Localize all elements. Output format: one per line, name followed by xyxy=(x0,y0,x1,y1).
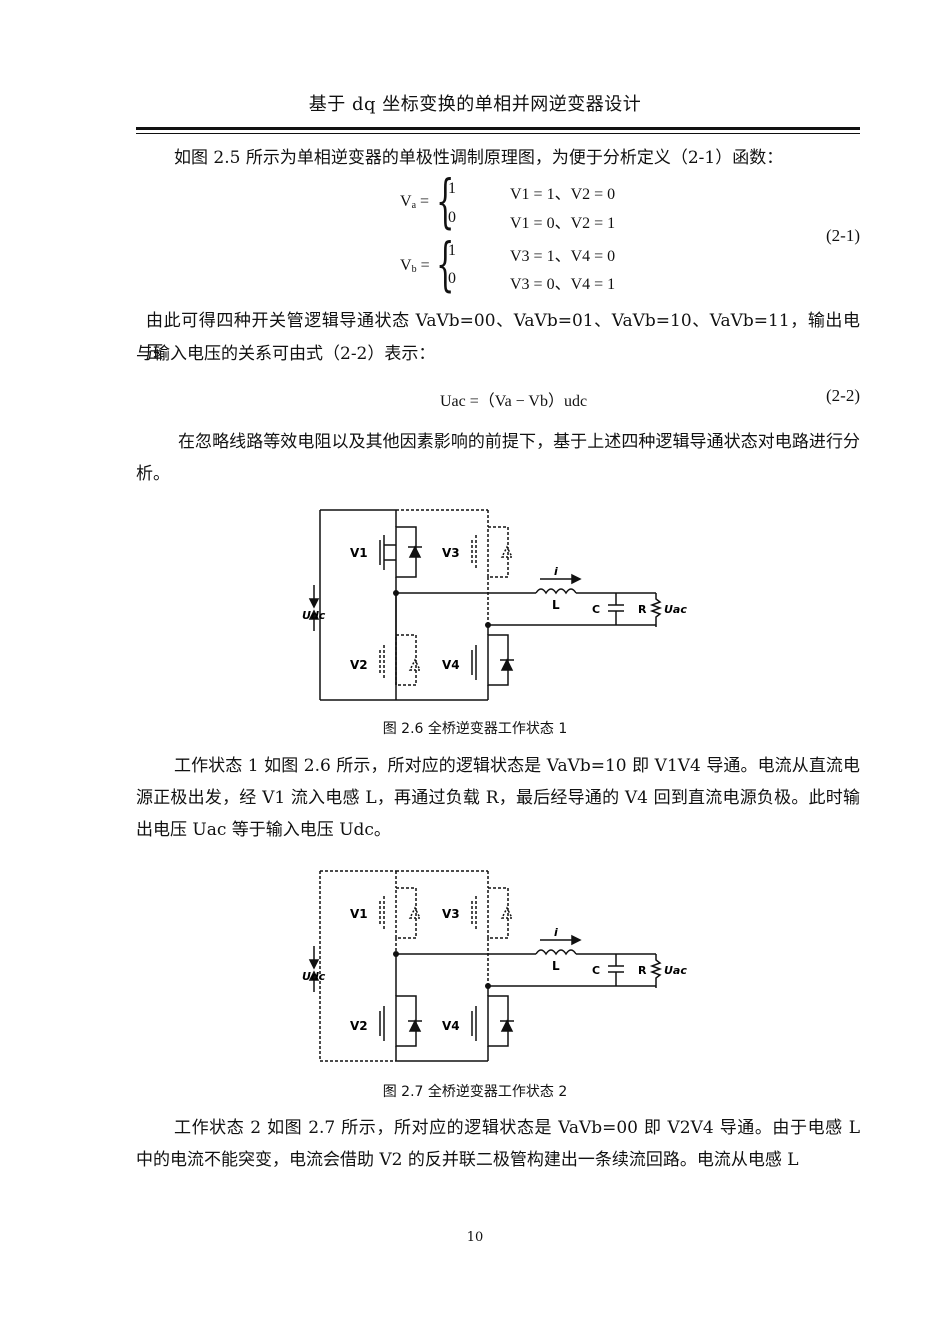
label-resistor: R xyxy=(638,603,647,616)
state-2-paragraph: 工作状态 2 如图 2.7 所示，所对应的逻辑状态是 VaVb=00 即 V2V… xyxy=(136,1118,860,1170)
label-v3: V3 xyxy=(442,546,460,560)
state-1-paragraph: 工作状态 1 如图 2.6 所示，所对应的逻辑状态是 VaVb=10 即 V1V… xyxy=(136,756,860,840)
figure-2-6-caption: 图 2.6 全桥逆变器工作状态 1 xyxy=(382,721,568,737)
va-lhs: Va = xyxy=(400,193,430,211)
label-uac: Uac xyxy=(664,964,687,977)
header-rule-thin xyxy=(136,133,860,134)
label-v2: V2 xyxy=(350,658,368,672)
header-rule-thick xyxy=(136,127,860,130)
label-capacitor: C xyxy=(592,603,600,616)
va-case-1-condition: V1 = 1、V2 = 0 xyxy=(510,186,616,203)
page-number: 10 xyxy=(466,1230,484,1245)
label-inductor: L xyxy=(552,598,560,612)
label-current: i xyxy=(554,565,558,578)
paragraph-states-line1: 由此可得四种开关管逻辑导通状态 VaVb=00、VaVb=01、VaVb=10、… xyxy=(146,311,860,363)
label-inductor: L xyxy=(552,959,560,973)
va-case-2-value: 0 xyxy=(448,209,456,226)
label-capacitor: C xyxy=(592,964,600,977)
label-v4: V4 xyxy=(442,658,460,672)
label-v3: V3 xyxy=(442,907,460,921)
vb-lhs: Vb = xyxy=(400,257,430,275)
paragraph-states-line2: 与输入电压的关系可由式（2-2）表示： xyxy=(136,344,436,364)
label-v1: V1 xyxy=(350,546,368,560)
va-case-1-value: 1 xyxy=(448,180,456,197)
equation-number-2-1: (2-1) xyxy=(826,226,860,245)
label-v2: V2 xyxy=(350,1019,368,1033)
vb-case-2-condition: V3 = 0、V4 = 1 xyxy=(510,276,616,293)
circuit-figure-2-7: V1 V2 V3 V4 i L C R Uac Udc xyxy=(302,870,687,1062)
running-header: 基于 dq 坐标变换的单相并网逆变器设计 xyxy=(308,94,642,115)
vb-brace: { xyxy=(436,230,455,298)
va-brace: { xyxy=(436,167,455,235)
analysis-paragraph: 在忽略线路等效电阻以及其他因素影响的前提下，基于上述四种逻辑导通状态对电路进行分… xyxy=(136,432,860,484)
vb-case-1-value: 1 xyxy=(448,242,456,259)
label-v1: V1 xyxy=(350,907,368,921)
va-case-2-condition: V1 = 0、V2 = 1 xyxy=(510,215,616,232)
equation-number-2-2: (2-2) xyxy=(826,386,860,405)
label-current: i xyxy=(554,926,558,939)
label-v4: V4 xyxy=(442,1019,460,1033)
vb-case-1-condition: V3 = 1、V4 = 0 xyxy=(510,248,616,265)
intro-paragraph: 如图 2.5 所示为单相逆变器的单极性调制原理图，为便于分析定义（2-1）函数： xyxy=(174,148,784,168)
vb-case-2-value: 0 xyxy=(448,270,456,287)
label-uac: Uac xyxy=(664,603,687,616)
label-udc: Udc xyxy=(302,609,326,622)
label-udc: Udc xyxy=(302,970,326,983)
label-resistor: R xyxy=(638,964,647,977)
figure-2-7-caption: 图 2.7 全桥逆变器工作状态 2 xyxy=(382,1084,568,1100)
equation-2-2: Uac =（Va − Vb）udc xyxy=(440,393,588,410)
circuit-figure-2-6: V1 V2 V3 V4 i L C R Uac Udc xyxy=(302,509,687,701)
